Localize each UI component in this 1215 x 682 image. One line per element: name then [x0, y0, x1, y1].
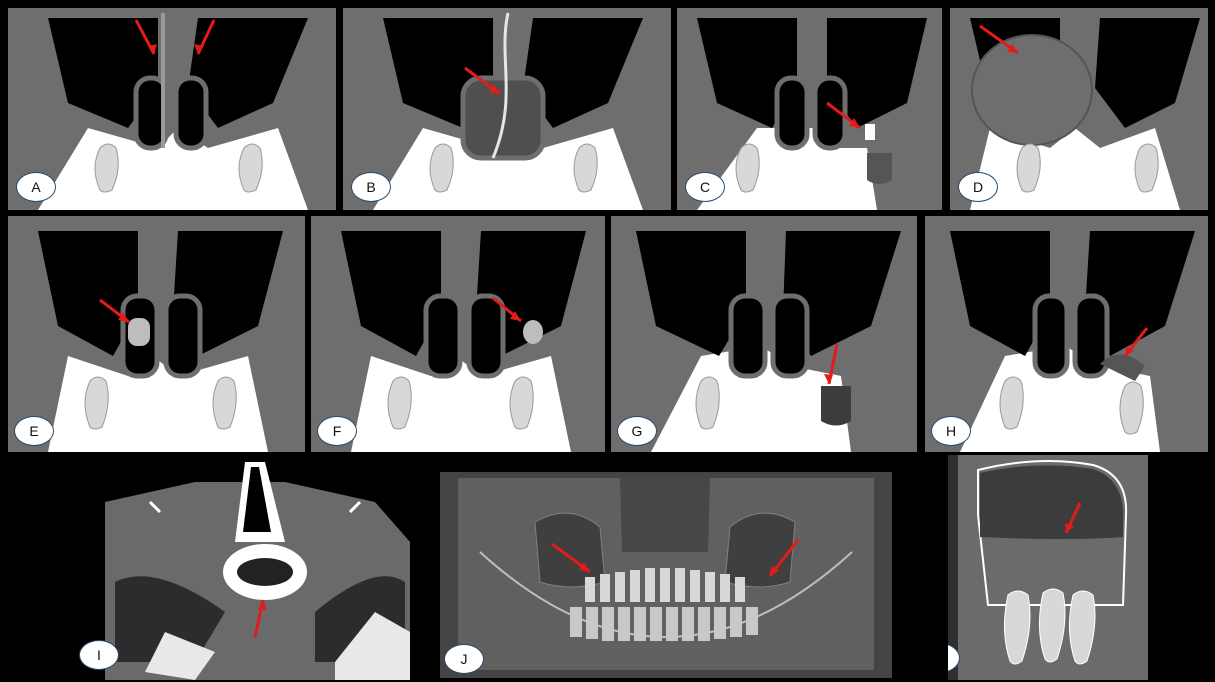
sinus-diagram-b: [343, 8, 671, 210]
small-lesion-f: [523, 320, 543, 344]
panel-b: B: [343, 8, 671, 210]
panel-label-g: G: [617, 416, 657, 446]
dark-fluid-k: [980, 465, 1123, 539]
panel-label-f: F: [317, 416, 357, 446]
panel-label-e: E: [14, 416, 54, 446]
panel-d: D: [950, 8, 1208, 210]
panel-j: J: [440, 472, 892, 678]
panel-g: G: [611, 216, 917, 452]
panel-c: C: [677, 8, 942, 210]
panel-i: I: [75, 462, 410, 680]
panel-h: H: [925, 216, 1208, 452]
sinus-diagram-e: [8, 216, 305, 452]
panel-label-h: H: [931, 416, 971, 446]
ct-axial-i: [75, 462, 410, 680]
panel-f: F: [311, 216, 605, 452]
panel-label-a: A: [16, 172, 56, 202]
panel-e: E: [8, 216, 305, 452]
panel-label-j: J: [444, 644, 484, 674]
sinus-diagram-h: [925, 216, 1208, 452]
panel-label-i: I: [79, 640, 119, 670]
panel-k: K: [948, 455, 1148, 680]
panel-label-d: D: [958, 172, 998, 202]
panel-label-c: C: [685, 172, 725, 202]
sphenoid-sinus-i: [237, 558, 293, 586]
sinus-diagram-g: [611, 216, 917, 452]
large-mass-d: [972, 35, 1092, 145]
panel-label-b: B: [351, 172, 391, 202]
zoomed-sinus-k: [948, 455, 1148, 680]
panel-a: A: [8, 8, 336, 210]
sinus-diagram-a: [8, 8, 336, 210]
panoramic-j: [440, 472, 892, 678]
small-lesion-e: [128, 318, 150, 346]
sinus-diagram-f: [311, 216, 605, 452]
